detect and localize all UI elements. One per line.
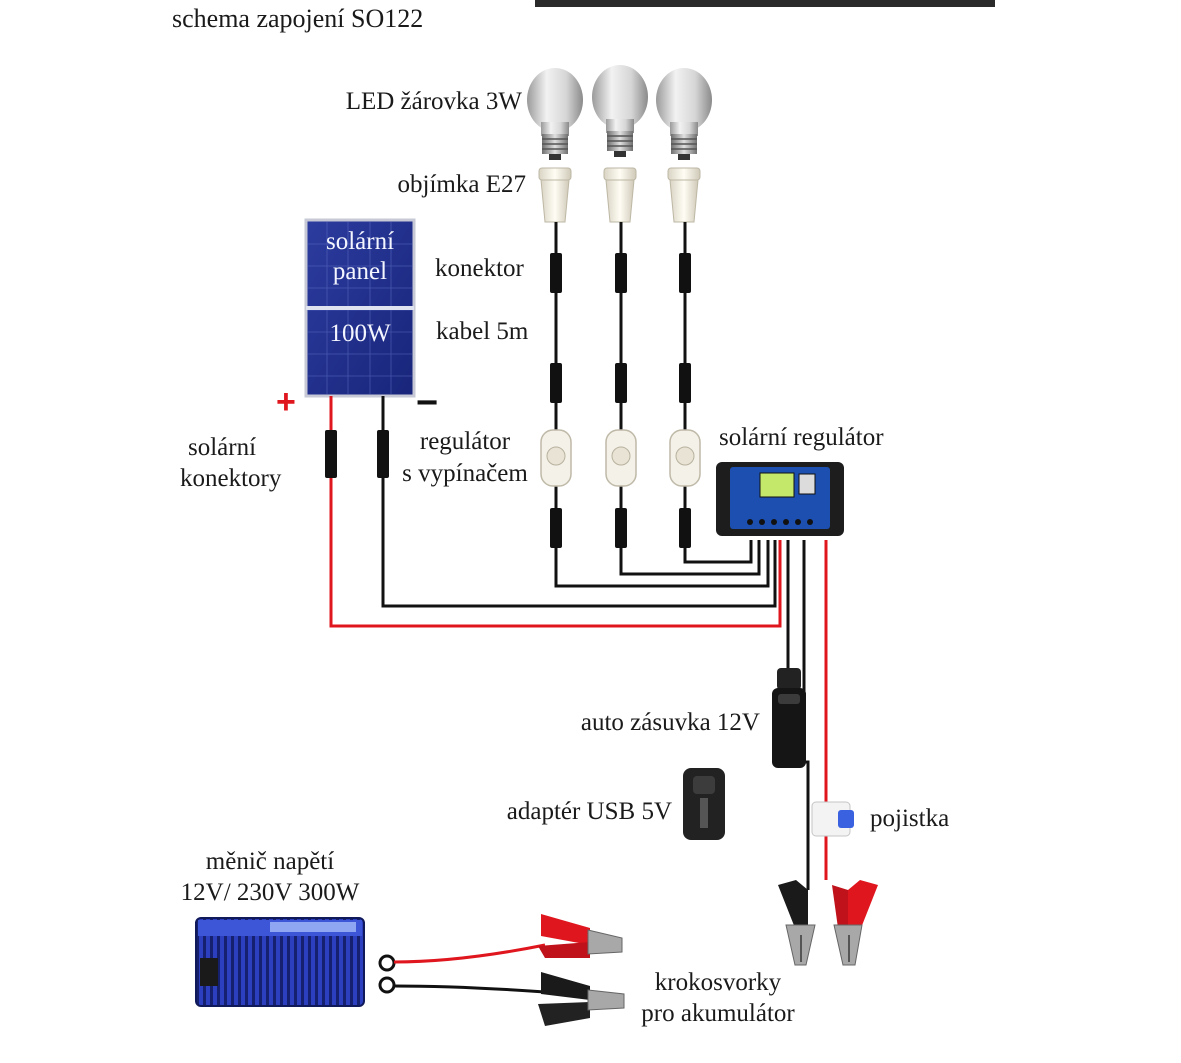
label-clamps-line2: pro akumulátor xyxy=(641,1000,795,1027)
solar-connector-minus xyxy=(377,430,389,478)
inverter xyxy=(195,917,365,1007)
fuse xyxy=(811,801,854,837)
label-solar-connectors-line1: solární xyxy=(188,434,257,461)
dimmer-switch-3 xyxy=(669,429,701,487)
clamp-red-battery xyxy=(832,880,878,966)
solar-connector-plus xyxy=(325,430,337,478)
dimmer-switch-1 xyxy=(540,429,572,487)
label-connector: konektor xyxy=(435,255,524,282)
label-inverter-line2: 12V/ 230V 300W xyxy=(180,879,360,906)
solar-controller xyxy=(716,462,844,536)
led-bulb-2 xyxy=(592,65,648,157)
header-bar xyxy=(535,0,995,7)
dimmer-switch-2 xyxy=(605,429,637,487)
socket-e27-3 xyxy=(667,167,701,223)
diagram-title: schema zapojení SO122 xyxy=(172,4,424,33)
usb-adapter xyxy=(683,768,725,840)
panel-label-line1: solární xyxy=(325,228,395,255)
label-car-socket: auto zásuvka 12V xyxy=(580,709,760,736)
panel-label-line2: panel xyxy=(332,258,388,285)
label-clamps-line1: krokosvorky xyxy=(654,969,782,996)
panel-power-label: 100W xyxy=(329,320,391,347)
led-bulb-1 xyxy=(527,68,583,160)
solar-panel xyxy=(304,218,416,398)
clamp-black-inverter xyxy=(538,972,625,1026)
led-bulb-3 xyxy=(656,68,712,160)
plus-sign: + xyxy=(276,383,296,421)
label-solar-connectors-line2: konektory xyxy=(180,465,282,492)
car-socket xyxy=(772,668,806,768)
label-cable: kabel 5m xyxy=(436,318,529,345)
label-dimmer-line2: s vypínačem xyxy=(402,460,528,487)
clamp-black-battery xyxy=(778,880,816,966)
label-usb-adapter: adaptér USB 5V xyxy=(506,798,672,825)
panel-wires xyxy=(329,396,782,628)
cable-connectors xyxy=(550,253,691,548)
clamp-red-inverter xyxy=(538,914,623,958)
label-fuse: pojistka xyxy=(870,805,950,832)
label-dimmer-line1: regulátor xyxy=(419,428,511,455)
label-led-bulb: LED žárovka 3W xyxy=(345,88,522,115)
label-socket-e27: objímka E27 xyxy=(397,171,526,198)
socket-e27-1 xyxy=(538,167,572,223)
socket-e27-2 xyxy=(603,167,637,223)
label-inverter-line1: měnič napětí xyxy=(205,848,335,875)
label-solar-controller: solární regulátor xyxy=(719,424,884,451)
minus-sign: − xyxy=(416,382,439,424)
